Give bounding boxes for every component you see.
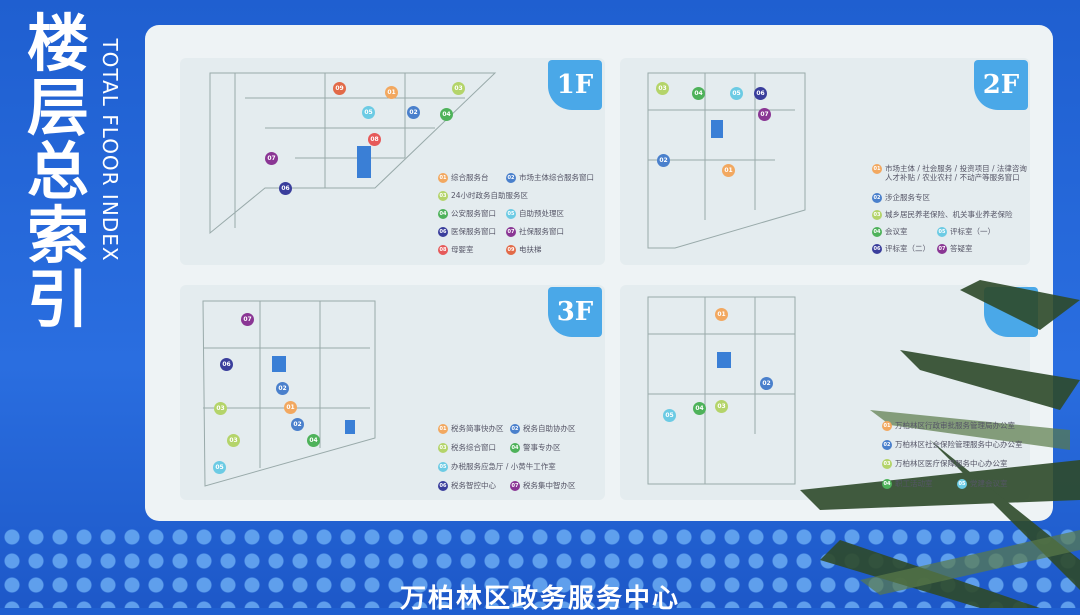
marker[interactable]: 01 (385, 86, 398, 99)
marker[interactable]: 03 (715, 400, 728, 413)
marker[interactable]: 08 (368, 133, 381, 146)
marker[interactable]: 02 (760, 377, 773, 390)
floor-1-badge: 1F (548, 60, 602, 110)
marker[interactable]: 03 (214, 402, 227, 415)
marker[interactable]: 04 (307, 434, 320, 447)
floor-1-plan (209, 72, 497, 235)
floor-3-plan (202, 300, 376, 487)
marker[interactable]: 04 (692, 87, 705, 100)
marker[interactable]: 03 (452, 82, 465, 95)
marker[interactable]: 02 (276, 382, 289, 395)
marker[interactable]: 03 (227, 434, 240, 447)
marker[interactable]: 01 (715, 308, 728, 321)
marker[interactable]: 07 (758, 108, 771, 121)
marker[interactable]: 06 (279, 182, 292, 195)
floor-3-badge: 3F (548, 287, 602, 337)
marker[interactable]: 05 (730, 87, 743, 100)
marker[interactable]: 09 (333, 82, 346, 95)
marker[interactable]: 03 (656, 82, 669, 95)
marker[interactable]: 06 (220, 358, 233, 371)
marker[interactable]: 07 (241, 313, 254, 326)
marker[interactable]: 04 (693, 402, 706, 415)
marker[interactable]: 05 (362, 106, 375, 119)
marker[interactable]: 01 (284, 401, 297, 414)
marker[interactable]: 06 (754, 87, 767, 100)
floor-2-plan (647, 72, 806, 249)
floor-2-badge: 2F (974, 60, 1028, 110)
side-title: 楼层总索引 (26, 7, 89, 336)
marker[interactable]: 05 (213, 461, 226, 474)
marker[interactable]: 02 (657, 154, 670, 167)
floor-4-plan (647, 296, 796, 485)
side-title-en: TOTAL FLOOR INDEX (98, 38, 122, 262)
marker[interactable]: 05 (663, 409, 676, 422)
marker[interactable]: 02 (407, 106, 420, 119)
marker[interactable]: 02 (291, 418, 304, 431)
floor-2-panel (620, 58, 1030, 265)
marker[interactable]: 01 (722, 164, 735, 177)
floor-4-panel (620, 285, 1030, 500)
marker[interactable]: 04 (440, 108, 453, 121)
plant-leaves (800, 280, 1080, 608)
marker[interactable]: 07 (265, 152, 278, 165)
